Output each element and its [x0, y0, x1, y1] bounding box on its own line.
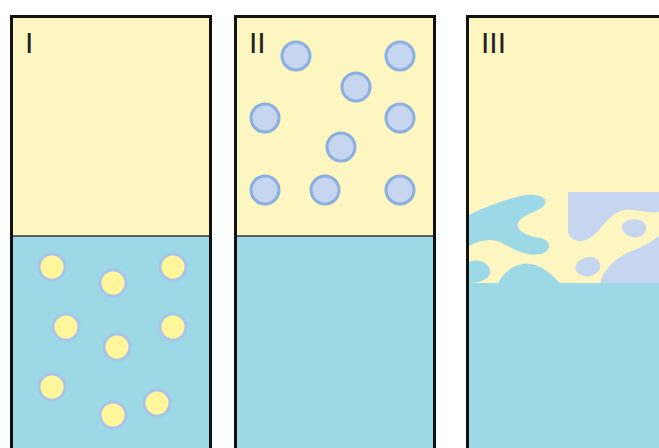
sample-panel: II — [234, 15, 436, 448]
water-phase — [234, 236, 436, 448]
oil-phase — [10, 15, 212, 236]
interface-line — [10, 235, 212, 237]
oil-phase — [466, 15, 659, 283]
panel-number: III — [481, 28, 506, 58]
oil-phase — [234, 15, 436, 236]
oil-droplets — [39, 254, 186, 428]
sample-panel: III — [466, 15, 659, 448]
water-phase — [10, 236, 212, 448]
water-droplets — [251, 42, 414, 204]
panel-number: II — [249, 28, 266, 58]
bicontinuous-phase — [469, 192, 659, 283]
water-phase — [466, 283, 659, 448]
interface-line — [234, 235, 436, 237]
panel-number: I — [25, 28, 33, 58]
sample-panel: I — [10, 15, 212, 448]
